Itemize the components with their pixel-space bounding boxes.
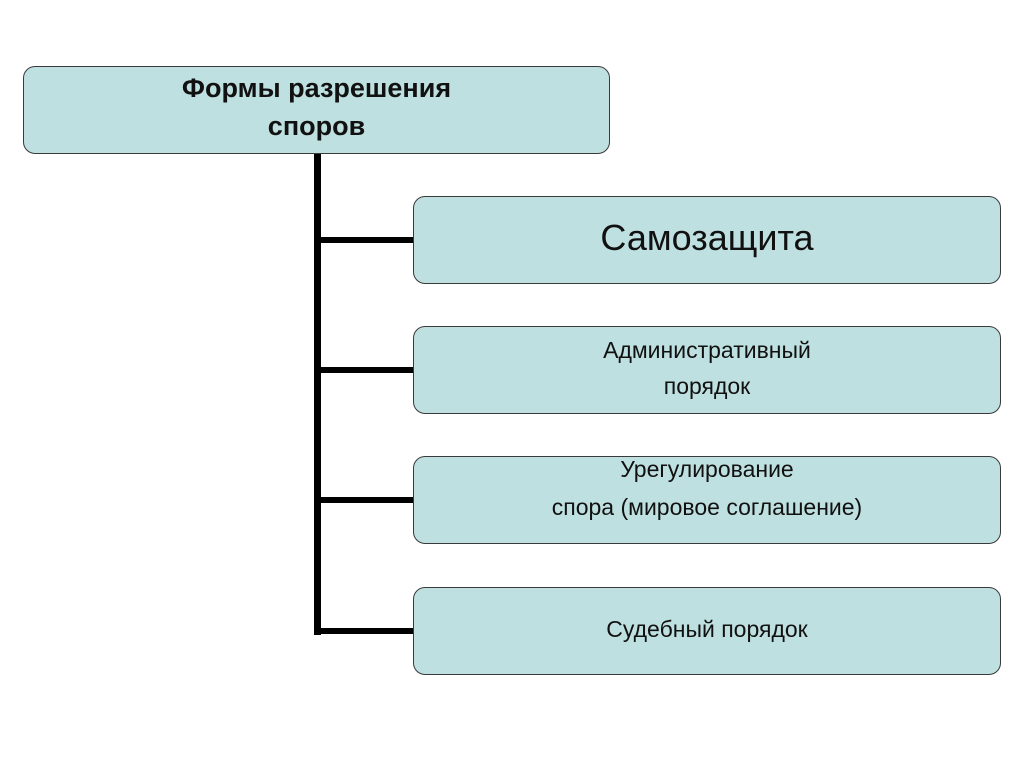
child-label-self-defense: Самозащита: [600, 217, 814, 258]
branch-line-self-defense: [314, 237, 414, 243]
branch-line-judicial: [314, 628, 414, 634]
tree-trunk-line: [314, 154, 321, 635]
child-label-dispute-settlement: Урегулирование спора (мировое соглашение…: [551, 456, 863, 520]
branch-line-administrative: [314, 367, 414, 373]
child-label-administrative-procedure: Административный порядок: [603, 337, 811, 399]
root-box-dispute-resolution-forms: Формы разрешения споров: [23, 66, 610, 154]
branch-line-settlement: [314, 497, 414, 503]
child-box-administrative-procedure: Административный порядок: [413, 326, 1001, 414]
root-label: Формы разрешения споров: [181, 73, 452, 141]
child-box-judicial-procedure: Судебный порядок: [413, 587, 1001, 675]
child-label-judicial-procedure: Судебный порядок: [606, 616, 808, 642]
child-box-dispute-settlement: Урегулирование спора (мировое соглашение…: [413, 456, 1001, 544]
child-box-self-defense: Самозащита: [413, 196, 1001, 284]
